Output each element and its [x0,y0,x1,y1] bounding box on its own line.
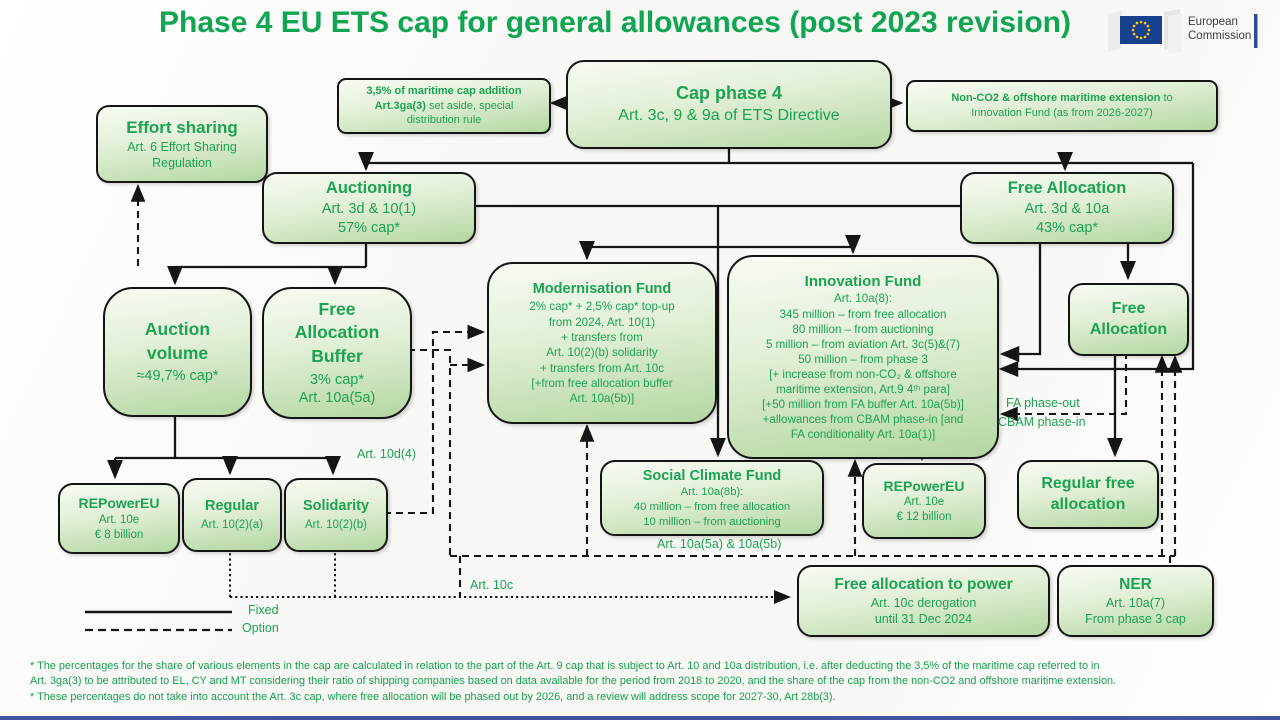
node-social-climate-fund: Social Climate Fund Art. 10a(8b): 40 mil… [600,460,824,536]
label-art-10d4: Art. 10d(4) [357,447,417,461]
node-modernisation-fund: Modernisation Fund 2% cap* + 2,5% cap* t… [487,262,717,424]
logo-text: European Commission [1188,16,1252,42]
node-free-allocation-43: Free Allocation Art. 3d & 10a 43% cap* [960,172,1174,244]
bottom-accent-bar [0,716,1280,720]
label-fa-phase-out: FA phase-out [1006,396,1080,410]
node-effort-sharing: Effort sharing Art. 6 Effort Sharing Reg… [96,105,268,183]
node-repowereu-12bn: REPowerEU Art. 10e € 12 billion [862,463,986,539]
node-auctioning: Auctioning Art. 3d & 10(1) 57% cap* [262,172,476,244]
footnotes: * The percentages for the share of vario… [30,660,1117,703]
node-regular-free-allocation: Regular free allocation [1017,460,1159,529]
node-free-allocation-small: Free Allocation [1068,283,1189,356]
label-art-10c: Art. 10c [470,578,514,592]
node-cap-phase-4: Cap phase 4 Art. 3c, 9 & 9a of ETS Direc… [566,60,892,149]
eu-flag-icon [1108,9,1258,54]
label-art-10a5a-10a5b: Art. 10a(5a) & 10a(5b) [657,537,782,551]
legend-fixed-label: Fixed [248,603,279,617]
label-cbam-phase-in: CBAM phase-in [998,415,1086,429]
node-repowereu-8bn: REPowerEU Art. 10e € 8 billion [58,483,180,554]
node-solidarity: Solidarity Art. 10(2)(b) [284,478,388,552]
node-regular-auction: Regular Art. 10(2)(a) [182,478,282,552]
node-auction-volume: Auction volume ≈49,7% cap* [103,287,252,417]
european-commission-logo: European Commission [1106,8,1264,56]
page-title: Phase 4 EU ETS cap for general allowance… [158,6,1071,39]
node-free-allocation-buffer: Free Allocation Buffer 3% cap* Art. 10a(… [262,287,412,419]
legend-option-label: Option [242,621,279,635]
node-maritime-set-aside: 3,5% of maritime cap addition Art.3ga(3)… [337,78,551,134]
node-ner: NER Art. 10a(7) From phase 3 cap [1057,565,1214,637]
node-nonco2-extension: Non-CO2 & offshore maritime extension to… [906,80,1218,132]
node-free-allocation-to-power: Free allocation to power Art. 10c deroga… [797,565,1050,637]
node-innovation-fund: Innovation Fund Art. 10a(8): 345 million… [727,255,999,459]
